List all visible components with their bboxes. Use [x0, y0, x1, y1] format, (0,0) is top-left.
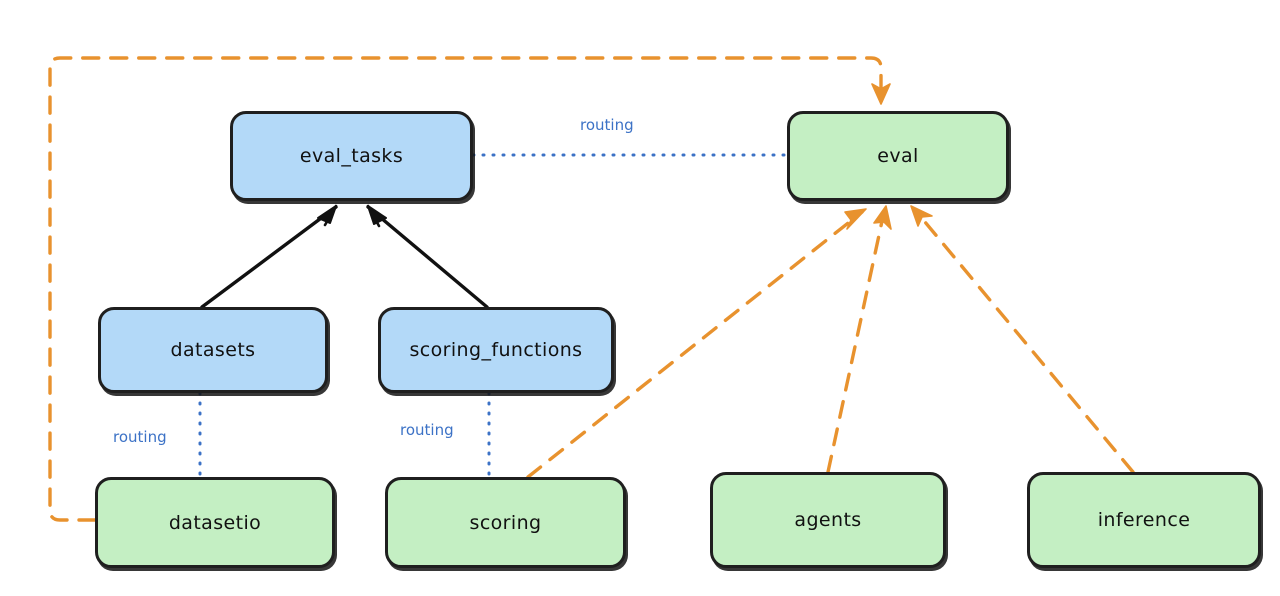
node-label: datasets: [170, 339, 256, 361]
node-label: datasetio: [168, 511, 262, 534]
node-label: scoring: [469, 511, 542, 534]
edge-label-routing-eval-tasks: routing: [580, 116, 634, 134]
node-label: agents: [794, 509, 862, 531]
node-label: eval: [877, 145, 919, 167]
node-scoring[interactable]: scoring: [385, 477, 626, 568]
node-datasetio[interactable]: datasetio: [95, 477, 335, 568]
edge-label-routing-datasets: routing: [113, 428, 167, 446]
node-agents[interactable]: agents: [710, 472, 946, 568]
node-label: eval_tasks: [299, 145, 404, 167]
node-scoring-functions[interactable]: scoring_functions: [378, 307, 614, 393]
edge-inference-to-eval: [910, 205, 1135, 474]
edge-agents-to-eval: [826, 205, 892, 474]
node-label: scoring_functions: [409, 339, 583, 361]
node-eval-tasks[interactable]: eval_tasks: [230, 111, 473, 201]
edge-label-routing-scoring-functions: routing: [400, 421, 454, 439]
edge-scoring-functions-to-eval-tasks: [366, 204, 489, 309]
node-eval[interactable]: eval: [787, 111, 1009, 201]
node-label: inference: [1097, 509, 1191, 531]
edge-datasets-to-eval-tasks: [200, 204, 338, 309]
node-datasets[interactable]: datasets: [98, 307, 328, 393]
node-inference[interactable]: inference: [1027, 472, 1261, 568]
